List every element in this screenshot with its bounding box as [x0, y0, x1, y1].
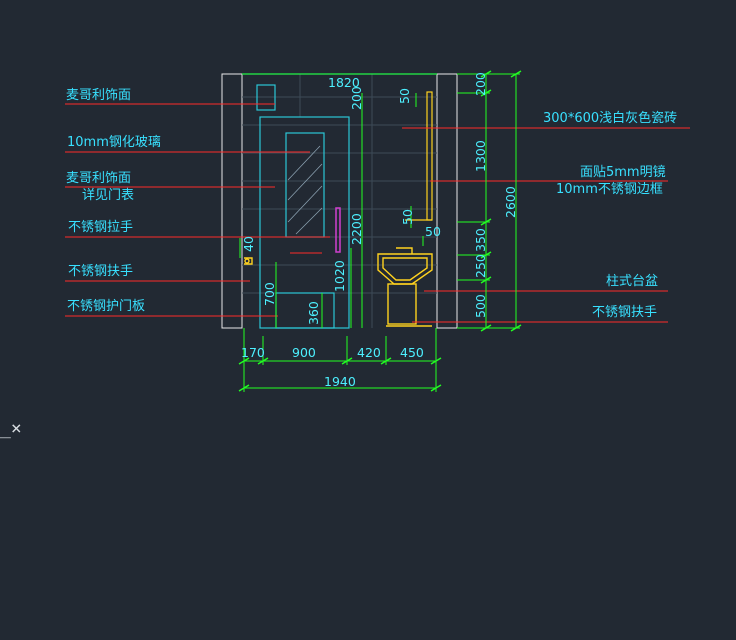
- dim-r-500: 500: [473, 294, 488, 318]
- dim-50-top: 50: [397, 88, 412, 104]
- glass-hatch: [287, 145, 323, 235]
- dimension-text: 1820 200 50 2200 50 50 1020 700 360 40 1…: [241, 72, 518, 389]
- label-door-schedule: 详见门表: [82, 188, 135, 203]
- dim-50-mirror: 50: [400, 209, 415, 225]
- dim-r-200: 200: [473, 72, 488, 96]
- ucs-axis-icon: _×: [0, 418, 22, 439]
- dimension-lines: [239, 73, 520, 392]
- dim-50-small: 50: [425, 224, 441, 239]
- dim-700: 700: [262, 282, 277, 306]
- tile-grid: [242, 74, 437, 328]
- label-veneer-2: 麦哥利饰面: [66, 171, 132, 186]
- dimension-ticks: [238, 70, 522, 392]
- dim-360: 360: [306, 301, 321, 325]
- wall-outline: [221, 73, 458, 329]
- label-veneer-1: 麦哥利饰面: [66, 88, 132, 103]
- label-grab-bar-right: 不锈钢扶手: [592, 305, 658, 320]
- label-kick-plate: 不锈钢护门板: [67, 299, 146, 314]
- dim-200-top: 200: [349, 86, 364, 110]
- label-mirror: 面贴5mm明镜: [580, 165, 666, 180]
- dim-r-2600: 2600: [503, 186, 518, 218]
- label-wall-tile: 300*600浅白灰色瓷砖: [543, 111, 678, 126]
- label-grab-bar-left: 不锈钢扶手: [68, 264, 134, 279]
- dim-2200: 2200: [349, 213, 364, 245]
- dim-r-250: 250: [473, 254, 488, 278]
- door-pull-handle: [335, 207, 341, 253]
- dim-420: 420: [357, 345, 381, 360]
- dim-1020: 1020: [332, 260, 347, 292]
- dim-170: 170: [241, 345, 265, 360]
- dim-40: 40: [241, 236, 256, 252]
- label-pull-handle: 不锈钢拉手: [68, 220, 134, 235]
- dim-900: 900: [292, 345, 316, 360]
- dim-r-1300: 1300: [473, 140, 488, 172]
- label-steel-frame: 10mm不锈钢边框: [556, 182, 663, 197]
- grab-bar: [244, 257, 253, 265]
- label-tempered-glass: 10mm钢化玻璃: [67, 135, 161, 150]
- label-pedestal-basin: 柱式台盆: [606, 274, 659, 289]
- dim-450: 450: [400, 345, 424, 360]
- leader-lines: [65, 103, 690, 323]
- dim-r-350: 350: [473, 228, 488, 252]
- dim-1820: 1820: [328, 75, 360, 90]
- dim-1940: 1940: [324, 374, 356, 389]
- mirror-frame: [405, 91, 433, 221]
- pedestal-basin: [377, 247, 433, 327]
